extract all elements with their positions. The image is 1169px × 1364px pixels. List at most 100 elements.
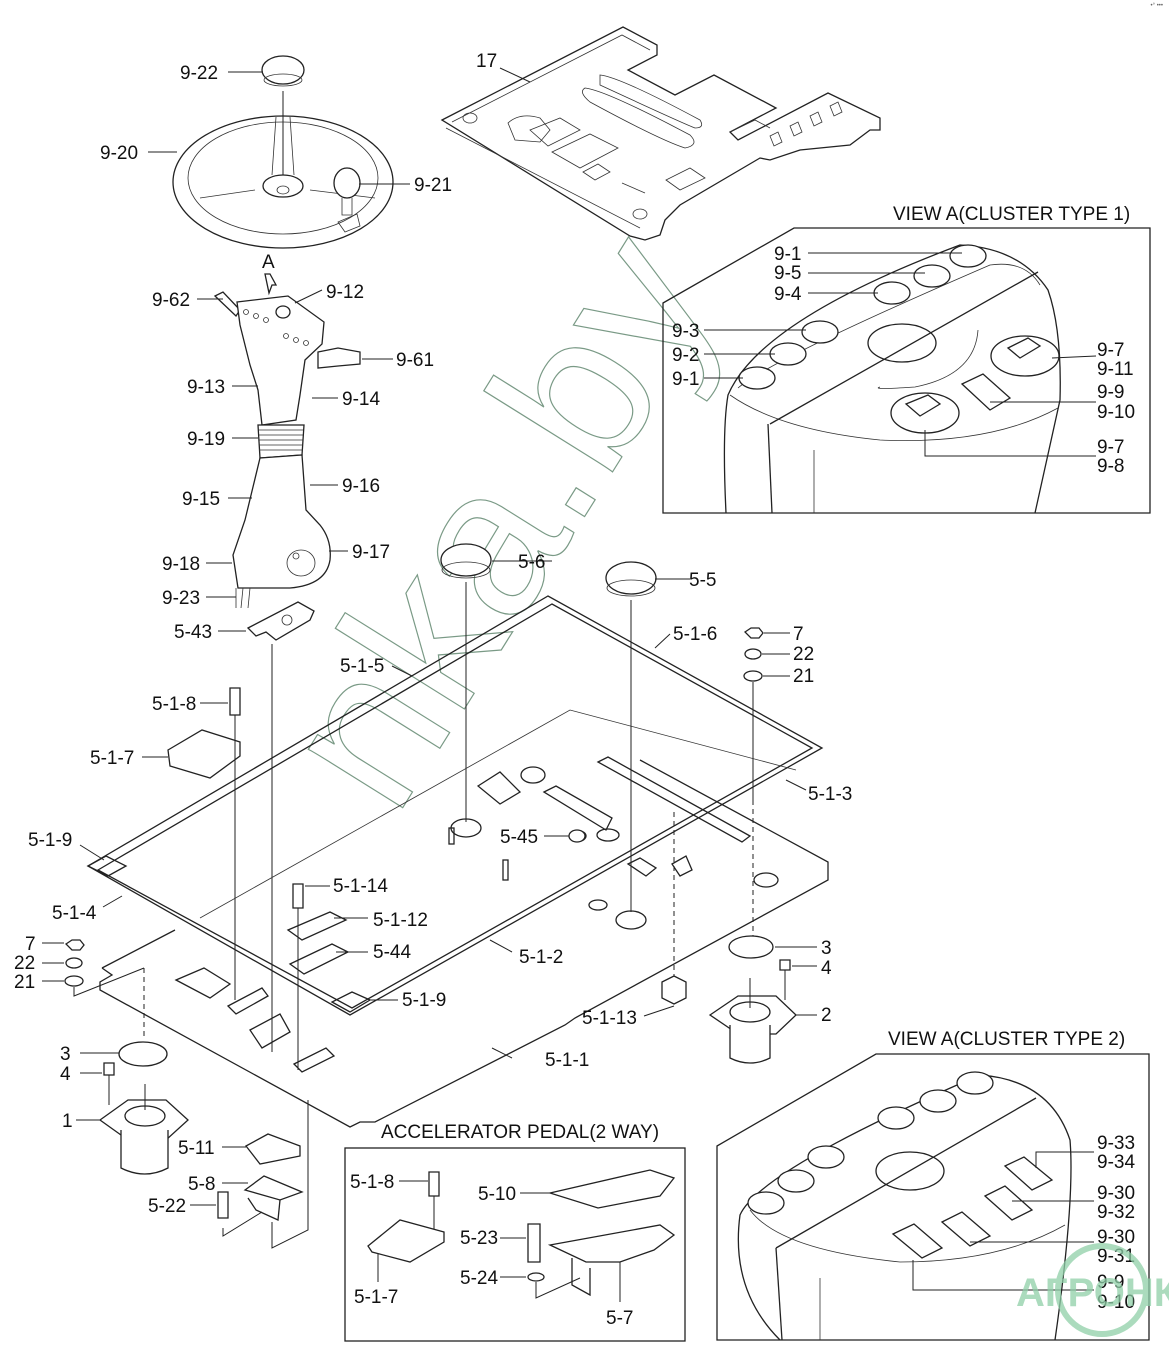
button-9-2[interactable] — [769, 342, 807, 366]
grommet-5-6[interactable] — [440, 543, 492, 577]
nut-7-right[interactable] — [743, 627, 764, 639]
label-7-right: 7 — [793, 624, 804, 645]
rocker-switch-9-9[interactable] — [960, 373, 1012, 411]
button-9-5[interactable] — [913, 264, 951, 288]
pedal-5-7[interactable] — [547, 1224, 676, 1263]
corner-mark: •° ••• — [1150, 3, 1163, 9]
watermark-logo: АГРОНКА — [1016, 1243, 1169, 1337]
label-5-1-14: 5-1-14 — [333, 876, 388, 897]
button-9-1-top[interactable] — [949, 244, 987, 268]
plate-5-1-12[interactable] — [286, 911, 348, 941]
label-5-23: 5-23 — [460, 1228, 498, 1249]
connector-9-62[interactable] — [213, 291, 241, 318]
label-9-2: 9-2 — [672, 345, 699, 366]
bolt-5-22[interactable] — [217, 1191, 229, 1219]
connector-9-61[interactable] — [317, 347, 361, 369]
label-9-8: 9-8 — [1097, 456, 1124, 477]
button-9-1-bottom[interactable] — [738, 366, 776, 390]
label-5-1-8-accel: 5-1-8 — [350, 1172, 394, 1193]
label-9-9-c2: 9-9 — [1097, 1272, 1124, 1293]
bolt-5-1-14[interactable] — [292, 883, 304, 909]
label-9-3: 9-3 — [672, 321, 699, 342]
switch-9-10[interactable] — [891, 1223, 944, 1259]
block-5-1-13[interactable] — [661, 975, 687, 1005]
button-c2-2[interactable] — [919, 1089, 957, 1113]
label-5-1-5: 5-1-5 — [340, 656, 384, 677]
switch-9-31[interactable] — [940, 1211, 992, 1247]
bolt-5-1-8[interactable] — [229, 687, 241, 716]
bolt-4-left[interactable] — [103, 1062, 115, 1076]
pedal-5-8[interactable] — [243, 1175, 304, 1201]
horn-cap[interactable] — [261, 55, 305, 85]
washer-21-left[interactable] — [64, 975, 84, 987]
switch-9-33[interactable] — [1003, 1156, 1054, 1191]
washer-5-24[interactable] — [527, 1272, 545, 1282]
label-9-9: 9-9 — [1097, 382, 1124, 403]
label-9-34: 9-34 — [1097, 1152, 1135, 1173]
label-9-5: 9-5 — [774, 263, 801, 284]
label-5-45: 5-45 — [500, 827, 538, 848]
column-head[interactable] — [236, 295, 325, 426]
bolt-5-23[interactable] — [527, 1223, 541, 1263]
steering-wheel[interactable] — [172, 115, 394, 249]
pedal-5-10[interactable] — [547, 1169, 676, 1209]
label-5-1-6: 5-1-6 — [673, 624, 717, 645]
bolt-5-1-8-accel[interactable] — [428, 1171, 440, 1197]
label-9-62: 9-62 — [152, 290, 190, 311]
view-arrow-a-icon — [264, 273, 278, 296]
washer-22-right[interactable] — [744, 648, 762, 660]
grommet-5-5[interactable] — [605, 561, 657, 595]
floor-mat[interactable] — [440, 26, 881, 241]
label-9-1-top: 9-1 — [774, 244, 801, 265]
button-9-4[interactable] — [873, 281, 911, 305]
label-9-7-a: 9-7 — [1097, 340, 1124, 361]
view-arrow-a-label: A — [262, 252, 275, 273]
floor-frame[interactable] — [86, 595, 824, 1016]
bracket-5-1-7-accel[interactable] — [367, 1219, 445, 1263]
column-lower[interactable] — [232, 454, 331, 589]
label-9-22: 9-22 — [180, 63, 218, 84]
button-c2-6[interactable] — [747, 1191, 785, 1215]
label-5-6: 5-6 — [518, 552, 545, 573]
button-c2-4[interactable] — [807, 1145, 845, 1169]
switch-9-12[interactable] — [275, 305, 291, 319]
label-9-23: 9-23 — [162, 588, 200, 609]
view-a-type2-frame — [716, 1053, 1150, 1341]
pedal-5-11[interactable] — [245, 1133, 301, 1165]
grommet-5-45[interactable] — [568, 829, 586, 843]
bracket-5-1-7[interactable] — [167, 729, 241, 779]
label-5-1-4: 5-1-4 — [52, 903, 97, 924]
button-9-3[interactable] — [801, 320, 839, 344]
label-5-1-1: 5-1-1 — [545, 1050, 589, 1071]
washer-21-right[interactable] — [743, 670, 763, 682]
nut-7-left[interactable] — [64, 939, 85, 951]
bolt-4-right[interactable] — [779, 959, 791, 971]
logo-ring — [1055, 1243, 1149, 1337]
washer-3-left[interactable] — [118, 1041, 168, 1067]
cluster1-buttons — [738, 244, 987, 390]
button-c2-3[interactable] — [877, 1106, 915, 1130]
label-5-1-12: 5-1-12 — [373, 910, 428, 931]
label-9-32: 9-32 — [1097, 1202, 1135, 1223]
plate-5-43[interactable] — [246, 601, 315, 641]
label-5-43: 5-43 — [174, 622, 212, 643]
washer-22-left[interactable] — [65, 957, 83, 969]
plate-5-44[interactable] — [288, 943, 350, 975]
rotary-switch-9-11[interactable] — [990, 335, 1060, 377]
label-5-44: 5-44 — [373, 942, 411, 963]
spinner-knob[interactable] — [333, 167, 361, 199]
washer-3-right[interactable] — [728, 935, 774, 959]
title-view-a-type1: VIEW A(CLUSTER TYPE 1) — [893, 204, 1130, 225]
view-a-cluster-type1: VIEW A(CLUSTER TYPE 1) — [662, 204, 1151, 514]
switch-9-32[interactable] — [983, 1185, 1034, 1221]
floor-plate-5-1-1[interactable] — [99, 759, 829, 1128]
label-5-11: 5-11 — [178, 1138, 215, 1159]
button-c2-5[interactable] — [777, 1169, 815, 1193]
title-accelerator-pedal: ACCELERATOR PEDAL(2 WAY) — [381, 1122, 659, 1143]
label-9-10-c2: 9-10 — [1097, 1292, 1135, 1313]
logo-text: АГРОНКА — [1016, 1271, 1169, 1315]
steering-wheel-group: 9-22 9-20 9-21 — [100, 55, 452, 249]
button-c2-1[interactable] — [956, 1071, 994, 1095]
label-9-13: 9-13 — [187, 377, 225, 398]
